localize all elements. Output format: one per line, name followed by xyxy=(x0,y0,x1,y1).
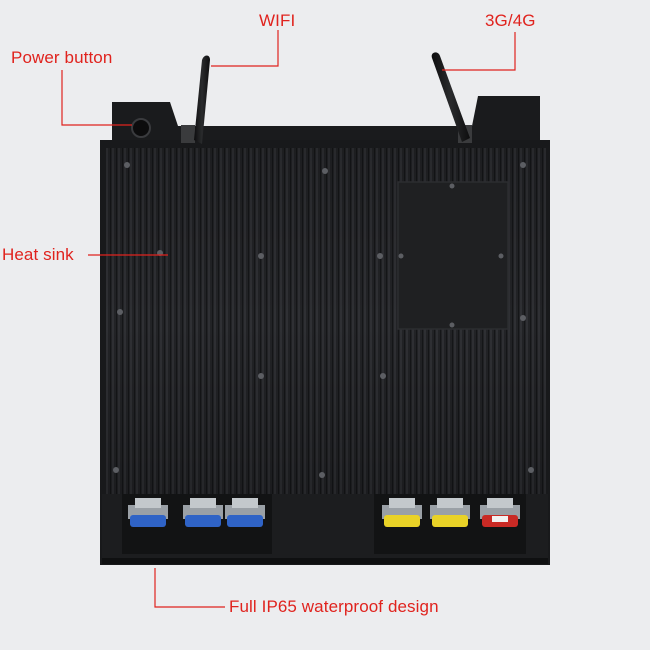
cellular-label: 3G/4G xyxy=(485,11,536,30)
rear-housing-top xyxy=(112,96,540,150)
power-callout-line xyxy=(61,70,132,126)
power-button-label: Power button xyxy=(11,48,113,67)
access-panel xyxy=(397,181,509,330)
power-button-knob xyxy=(131,118,151,138)
heat-sink-label: Heat sink xyxy=(2,245,74,264)
connector-blue-2 xyxy=(183,498,223,527)
connector-yellow-2 xyxy=(430,498,470,527)
wifi-label: WIFI xyxy=(259,11,296,30)
connector-blue-1 xyxy=(128,498,168,527)
connector-yellow-1 xyxy=(382,498,422,527)
waterproof-callout-line xyxy=(154,568,225,608)
callout-lines xyxy=(61,30,516,608)
cellular-antenna xyxy=(431,52,472,143)
screws xyxy=(113,162,534,478)
cellular-callout-line xyxy=(442,32,516,71)
waterproof-label: Full IP65 waterproof design xyxy=(229,597,439,616)
wifi-antenna xyxy=(181,55,210,144)
wifi-callout-line xyxy=(211,30,279,67)
connector-blue-3 xyxy=(225,498,265,527)
connector-red xyxy=(480,498,520,527)
